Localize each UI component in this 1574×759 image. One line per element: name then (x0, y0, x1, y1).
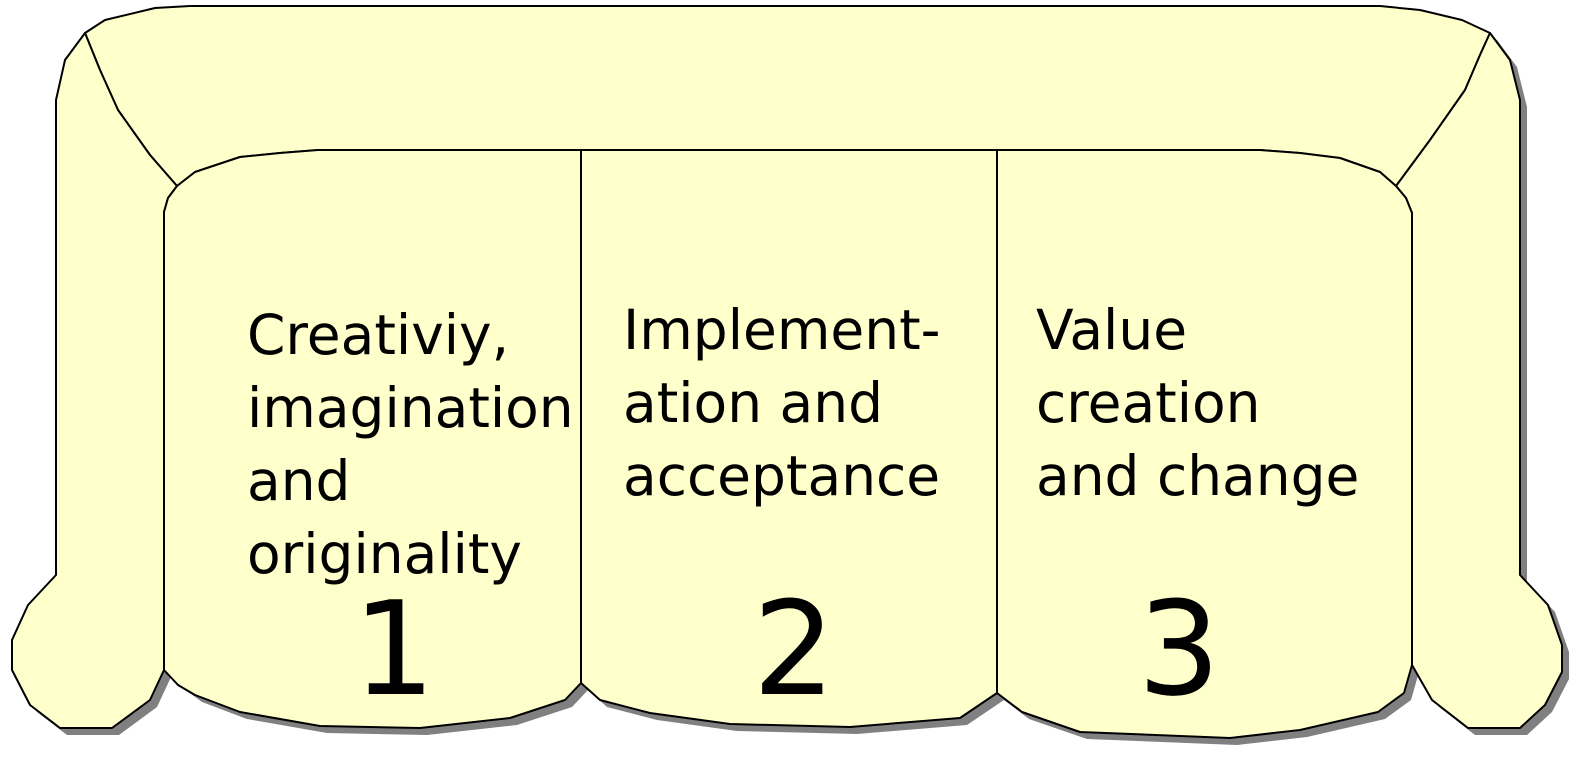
cushion-1-label: Creativiy, imagination and originality (247, 303, 591, 586)
cushion-3-label: Value creation and change (1036, 298, 1359, 508)
cushion-3-line-2: creation (1036, 371, 1261, 435)
cushion-2-line-1: Implement- (623, 298, 941, 362)
cushion-2-number: 2 (753, 573, 836, 725)
cushion-2-label: Implement- ation and acceptance (623, 298, 958, 508)
left-arm (11, 32, 178, 729)
cushion-1-shape (163, 149, 582, 729)
cushion-1-line-4: originality (247, 522, 522, 586)
cushion-3-number: 3 (1138, 573, 1221, 725)
cushion-1-line-3: and (247, 449, 350, 513)
cushion-1-line-2: imagination (247, 376, 574, 440)
cushion-2-line-2: ation and (623, 371, 883, 435)
cushion-3-shape (996, 149, 1413, 739)
cushion-2-line-3: acceptance (623, 444, 940, 508)
right-arm (1395, 32, 1563, 729)
cushion-1-line-1: Creativiy, (247, 303, 509, 367)
cushion-1-number: 1 (353, 573, 436, 725)
cushion-3-line-1: Value (1036, 298, 1187, 362)
cushion-3-line-3: and change (1036, 444, 1359, 508)
